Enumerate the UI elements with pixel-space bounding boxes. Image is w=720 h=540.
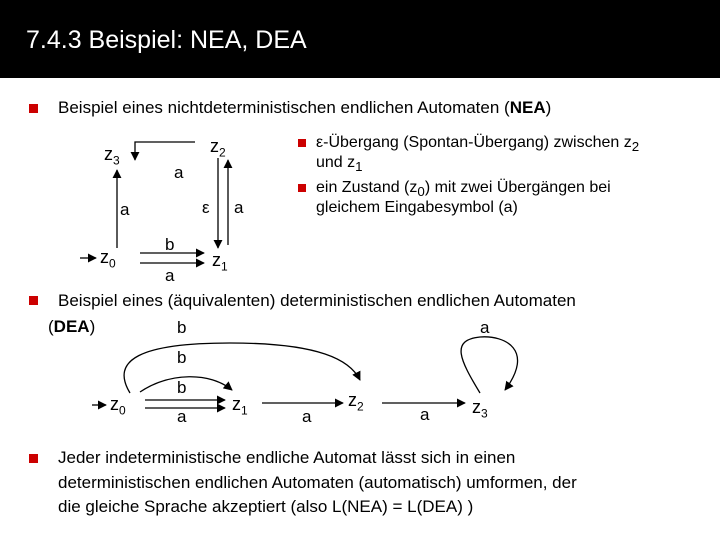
dea-state-z3: z3 — [472, 397, 488, 421]
bullet-dea-line2: (DEA) — [48, 317, 95, 337]
dea-label-top-a: a — [480, 318, 490, 337]
note-state-line2: gleichem Eingabesymbol (a) — [316, 198, 518, 218]
dea-bold: DEA — [53, 317, 90, 336]
dea-edge-mid-b — [139, 376, 233, 393]
dea-label-z0-z1: a — [177, 407, 187, 426]
slide-title: 7.4.3 Beispiel: NEA, DEA — [26, 26, 307, 54]
nea-state-z2: z2 — [210, 136, 226, 160]
nea-label-a: a — [165, 266, 175, 285]
dea-state-z2: z2 — [348, 390, 364, 414]
note-epsilon-line1: ε-Übergang (Spontan-Übergang) zwischen z… — [316, 133, 639, 157]
dea-close: ) — [89, 317, 96, 336]
note-state-text3: gleichem Eingabesymbol (a) — [316, 199, 518, 216]
nea-label-z1-z2: a — [234, 198, 244, 217]
dea-state-z0: z0 — [110, 394, 126, 418]
nea-label-z2-z3: a — [174, 163, 184, 182]
dea-label-z2-z3: a — [420, 405, 430, 424]
note-state-sub: 0 — [417, 184, 425, 200]
note-state-text: ein Zustand (z — [316, 179, 418, 196]
bullet-marker-2 — [29, 296, 38, 305]
bullet-conclusion-line2: deterministischen endlichen Automaten (a… — [58, 473, 577, 492]
note-epsilon-text2: und z — [316, 154, 356, 171]
dea-label-mid-b: b — [177, 348, 187, 367]
dea-open: ( — [48, 317, 54, 336]
bullet-nea: Beispiel eines nichtdeterministischen en… — [58, 98, 551, 118]
bullet-marker-3 — [29, 454, 38, 463]
bullet-conclusion-line1: Jeder indeterministische endliche Automa… — [58, 448, 516, 467]
note-state-line1: ein Zustand (z0) mit zwei Übergängen bei — [316, 178, 611, 202]
bullet-marker-note-1 — [298, 139, 306, 147]
nea-label-eps: ε — [202, 198, 210, 217]
epsilon-symbol: ε — [316, 134, 324, 151]
bullet-marker-note-2 — [298, 184, 306, 192]
bullet-nea-close: ) — [545, 98, 552, 117]
title-bar: 7.4.3 Beispiel: NEA, DEA — [0, 0, 720, 78]
dea-loop-top-b — [123, 342, 361, 394]
dea-loop-top-a — [460, 336, 519, 394]
dea-state-z1: z1 — [232, 394, 248, 418]
bullet-conclusion-line3: die gleiche Sprache akzeptiert (also L(N… — [58, 497, 474, 516]
dea-label-z1-z2: a — [302, 407, 312, 426]
note-epsilon-sub: 2 — [631, 139, 640, 155]
dea-label-low-b: b — [177, 378, 187, 397]
note-epsilon-line2: und z1 — [316, 153, 363, 177]
nea-state-z0: z0 — [100, 247, 116, 271]
bullet-nea-bold: NEA — [509, 98, 546, 117]
nea-label-b: b — [165, 235, 175, 254]
note-epsilon-sub2: 1 — [355, 159, 363, 175]
bullet-dea-line1: Beispiel eines (äquivalenten) determinis… — [58, 291, 576, 310]
nea-edge-z2-z3 — [130, 141, 195, 161]
note-state-text2: ) mit zwei Übergängen bei — [424, 179, 611, 196]
note-epsilon-text: -Übergang (Spontan-Übergang) zwischen z — [323, 134, 632, 151]
nea-state-z1: z1 — [212, 250, 228, 274]
dea-label-top-b: b — [177, 318, 187, 337]
nea-state-z3: z3 — [104, 144, 120, 168]
nea-label-z0-z3: a — [120, 200, 130, 219]
bullet-nea-text: Beispiel eines nichtdeterministischen en… — [58, 98, 510, 117]
bullet-marker-1 — [29, 104, 38, 113]
